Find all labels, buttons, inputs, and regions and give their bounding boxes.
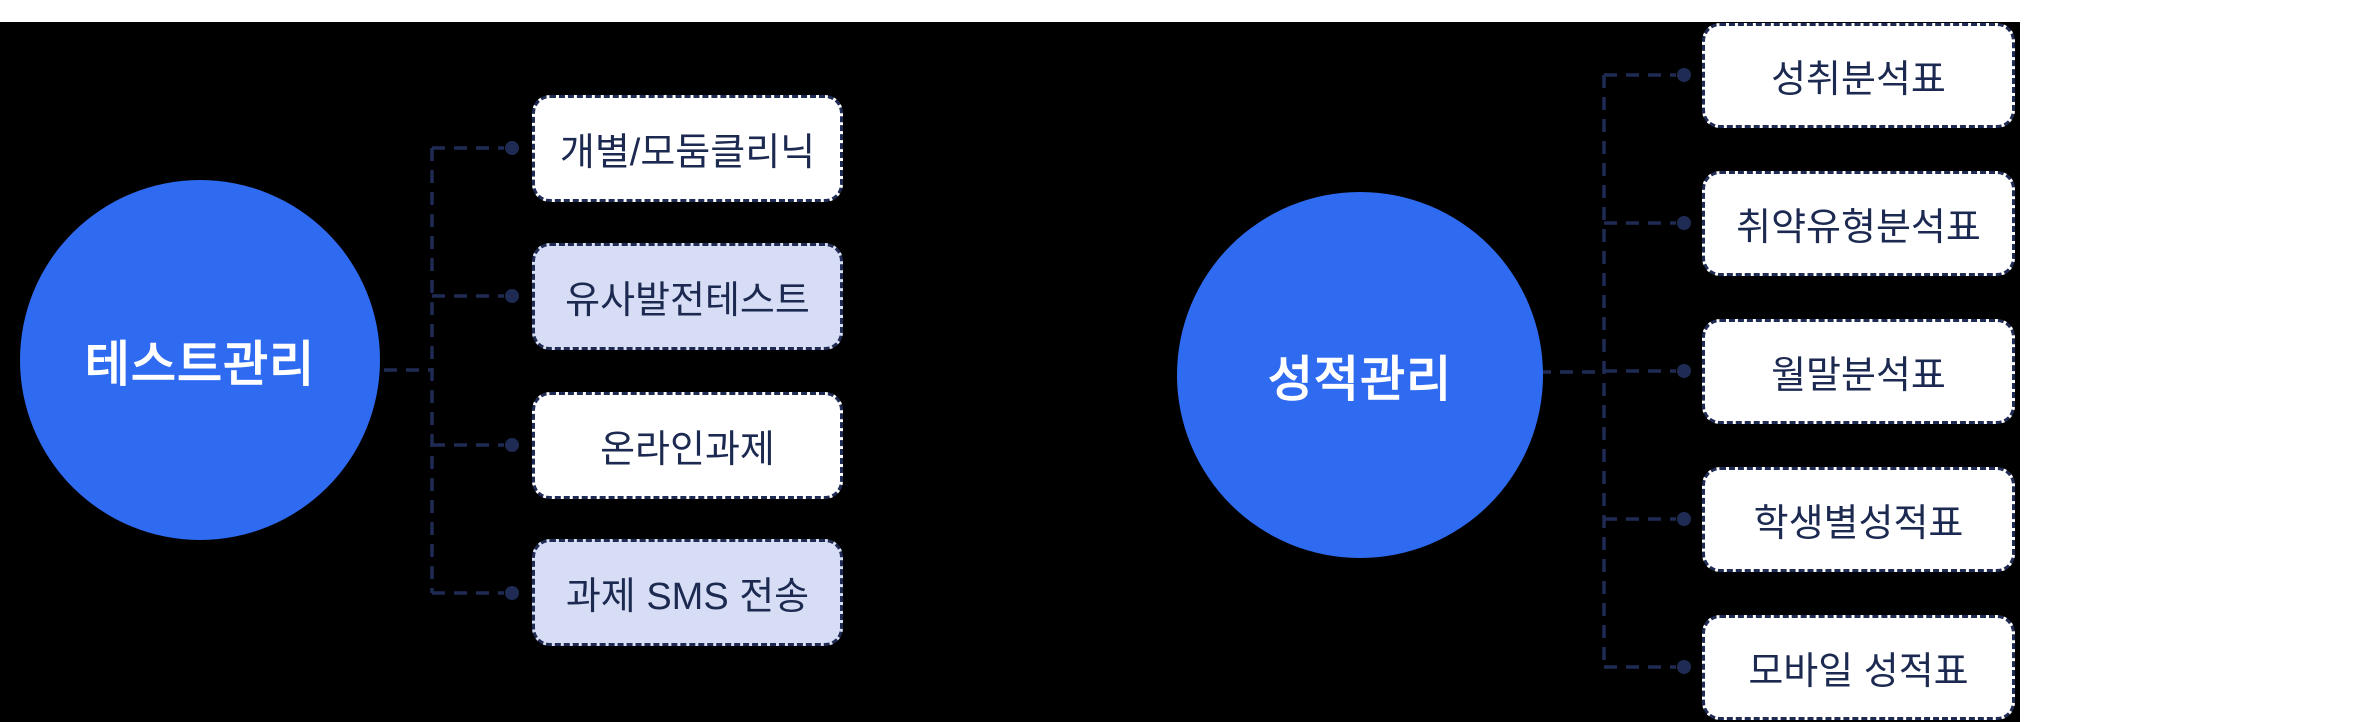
node-assignment-sms-send: 과제 SMS 전송 xyxy=(532,539,843,646)
node-online-assignment: 온라인과제 xyxy=(532,392,843,499)
connector-dot xyxy=(1677,364,1691,378)
connector-dot xyxy=(505,141,519,155)
node-achievement-analysis: 성취분석표 xyxy=(1702,23,2015,128)
connector-dot xyxy=(505,289,519,303)
connector-dot xyxy=(505,438,519,452)
connector-lines xyxy=(362,68,1691,674)
node-similar-development-test: 유사발전테스트 xyxy=(532,243,843,350)
connector-path-grade-management xyxy=(1538,73,1676,669)
node-month-end-analysis: 월말분석표 xyxy=(1702,319,2015,424)
diagram-canvas: 테스트관리 성적관리 개별/모둠클리닉 유사발전테스트 온라인과제 과제 SMS… xyxy=(0,22,2020,722)
hub-label: 성적관리 xyxy=(1267,352,1453,407)
hub-circle-test-management: 테스트관리 xyxy=(20,180,380,540)
connector-dot xyxy=(1677,68,1691,82)
connector-path-test-management xyxy=(362,146,504,595)
node-label: 성취분석표 xyxy=(1771,59,1946,101)
connector-dot xyxy=(1677,216,1691,230)
node-label: 모바일 성적표 xyxy=(1748,651,1969,693)
node-individual-group-clinic: 개별/모둠클리닉 xyxy=(532,95,843,202)
connector-dot xyxy=(1677,512,1691,526)
node-label: 학생별성적표 xyxy=(1753,503,1964,545)
node-label: 과제 SMS 전송 xyxy=(565,576,810,618)
hub-circle-grade-management: 성적관리 xyxy=(1177,192,1543,558)
connector-dot xyxy=(505,586,519,600)
node-label: 취약유형분석표 xyxy=(1736,207,1981,249)
node-mobile-report: 모바일 성적표 xyxy=(1702,615,2015,720)
node-label: 온라인과제 xyxy=(600,429,775,471)
hub-label: 테스트관리 xyxy=(84,337,316,392)
connector-dot xyxy=(1677,660,1691,674)
node-label: 유사발전테스트 xyxy=(565,280,810,322)
node-label: 개별/모둠클리닉 xyxy=(559,132,816,174)
node-per-student-report: 학생별성적표 xyxy=(1702,467,2015,572)
node-weak-type-analysis: 취약유형분석표 xyxy=(1702,171,2015,276)
node-label: 월말분석표 xyxy=(1771,355,1946,397)
